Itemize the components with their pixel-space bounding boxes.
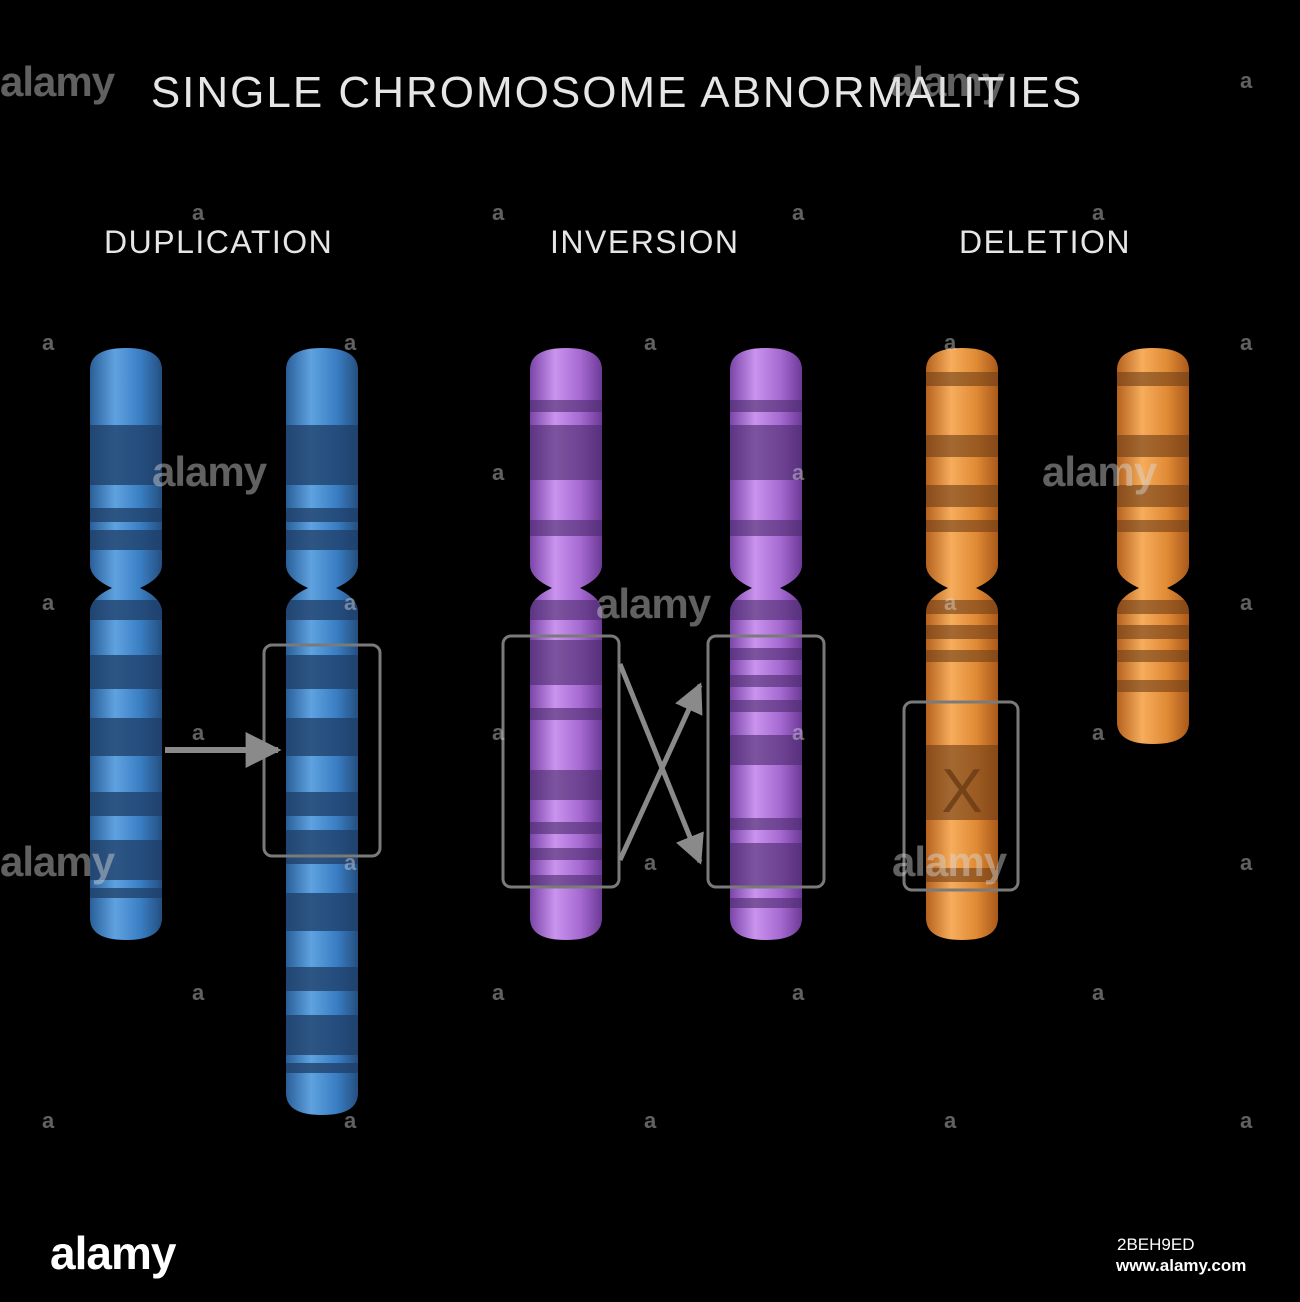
watermark-mark: a — [1240, 850, 1253, 875]
deletion-highlight-box — [902, 700, 1020, 892]
watermark-mark: a — [1092, 720, 1105, 745]
watermark-mark: a — [944, 1108, 957, 1133]
watermark-mark: a — [792, 720, 805, 745]
duplication-result-chromosome — [286, 348, 358, 1115]
watermark-mark: a — [344, 330, 357, 355]
watermark-logo: alamy — [0, 838, 115, 885]
watermark-mark: a — [42, 330, 55, 355]
watermark-mark: a — [344, 1108, 357, 1133]
footer-url: www.alamy.com — [1116, 1256, 1247, 1275]
duplication-normal-chromosome — [90, 348, 162, 940]
deletion-normal-chromosome — [926, 348, 998, 940]
watermark-mark: a — [192, 980, 205, 1005]
watermark-mark: a — [644, 1108, 657, 1133]
watermark-mark: a — [1092, 980, 1105, 1005]
watermark-mark: a — [792, 460, 805, 485]
watermark-mark: a — [344, 590, 357, 615]
watermark-mark: a — [792, 980, 805, 1005]
inversion-arrow-down — [617, 663, 704, 865]
watermark-logo: alamy — [1042, 448, 1157, 495]
inversion-arrow-up — [617, 682, 703, 862]
watermark-mark: a — [492, 200, 505, 225]
inversion-right-box — [706, 634, 826, 889]
watermark-mark: a — [192, 200, 205, 225]
footer-logo: alamy — [50, 1227, 176, 1279]
watermark-mark: a — [1240, 330, 1253, 355]
watermark-mark: a — [1240, 68, 1253, 93]
watermark-mark: a — [1092, 200, 1105, 225]
watermark-logo: alamy — [890, 58, 1005, 105]
watermark-mark: a — [492, 720, 505, 745]
inversion-normal-chromosome — [530, 348, 602, 940]
watermark-logo: alamy — [596, 580, 711, 627]
duplication-label: DUPLICATION — [104, 224, 334, 260]
watermark-logo: alamy — [892, 838, 1007, 885]
watermark-mark: a — [644, 850, 657, 875]
watermark-mark: a — [42, 1108, 55, 1133]
page-title: SINGLE CHROMOSOME ABNORMALITIES — [150, 68, 1084, 117]
watermark-logo: alamy — [0, 58, 115, 105]
watermark-mark: a — [944, 590, 957, 615]
watermark-mark: a — [792, 200, 805, 225]
watermark-mark: a — [192, 720, 205, 745]
watermark-mark: a — [492, 460, 505, 485]
footer-image-id: 2BEH9ED — [1117, 1235, 1195, 1254]
deletion-label: DELETION — [959, 224, 1132, 260]
watermark-mark: a — [1240, 1108, 1253, 1133]
footer-bar — [0, 1222, 1300, 1302]
inversion-left-box — [501, 634, 621, 889]
inversion-label: INVERSION — [550, 224, 740, 260]
watermark-mark: a — [42, 590, 55, 615]
watermark-mark: a — [644, 330, 657, 355]
watermark-mark: a — [1240, 590, 1253, 615]
watermark-logo: alamy — [152, 448, 267, 495]
watermark-mark: a — [344, 850, 357, 875]
watermark-mark: a — [492, 980, 505, 1005]
inversion-result-chromosome — [730, 348, 802, 940]
deletion-x-marker: X — [941, 757, 982, 826]
deletion-result-chromosome — [1117, 348, 1189, 744]
watermark-mark: a — [944, 330, 957, 355]
